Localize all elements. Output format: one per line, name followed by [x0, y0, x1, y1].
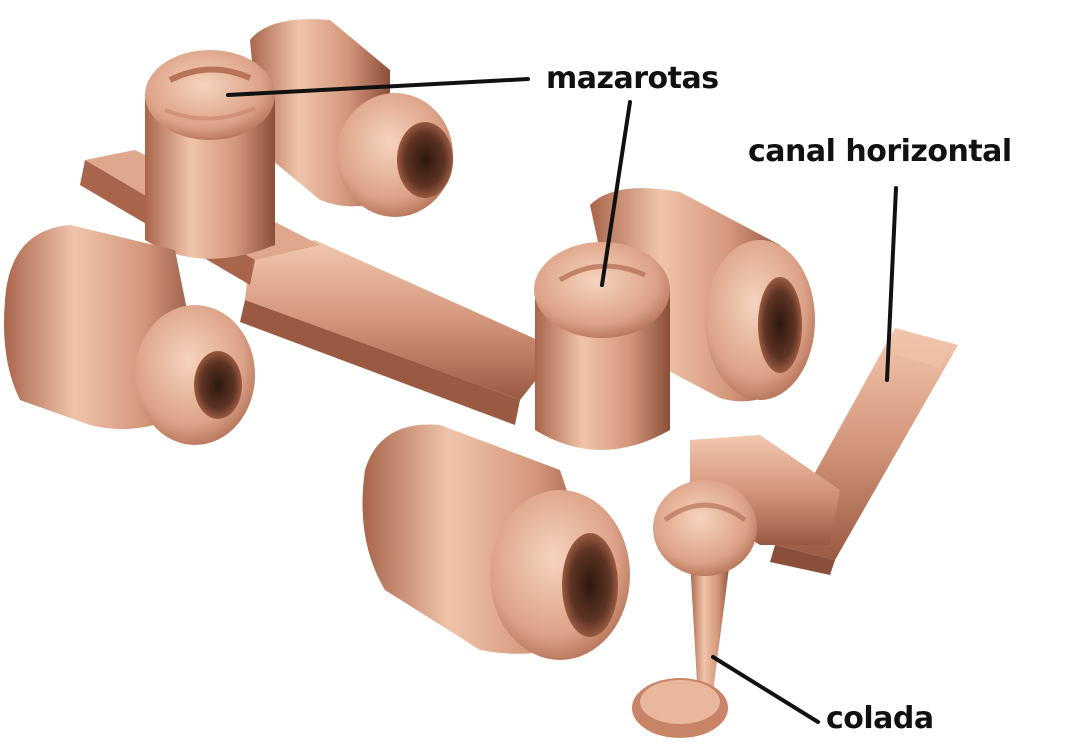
fitting-upper-left-back: [250, 19, 453, 217]
leader-line-colada: [713, 657, 818, 722]
label-canal-horizontal: canal horizontal: [748, 137, 1012, 167]
label-mazarotas: mazarotas: [546, 64, 719, 94]
riser-upper-left: [145, 50, 275, 259]
label-colada: colada: [826, 704, 934, 734]
fitting-lower-center: [363, 425, 631, 660]
sprue: [632, 480, 757, 738]
